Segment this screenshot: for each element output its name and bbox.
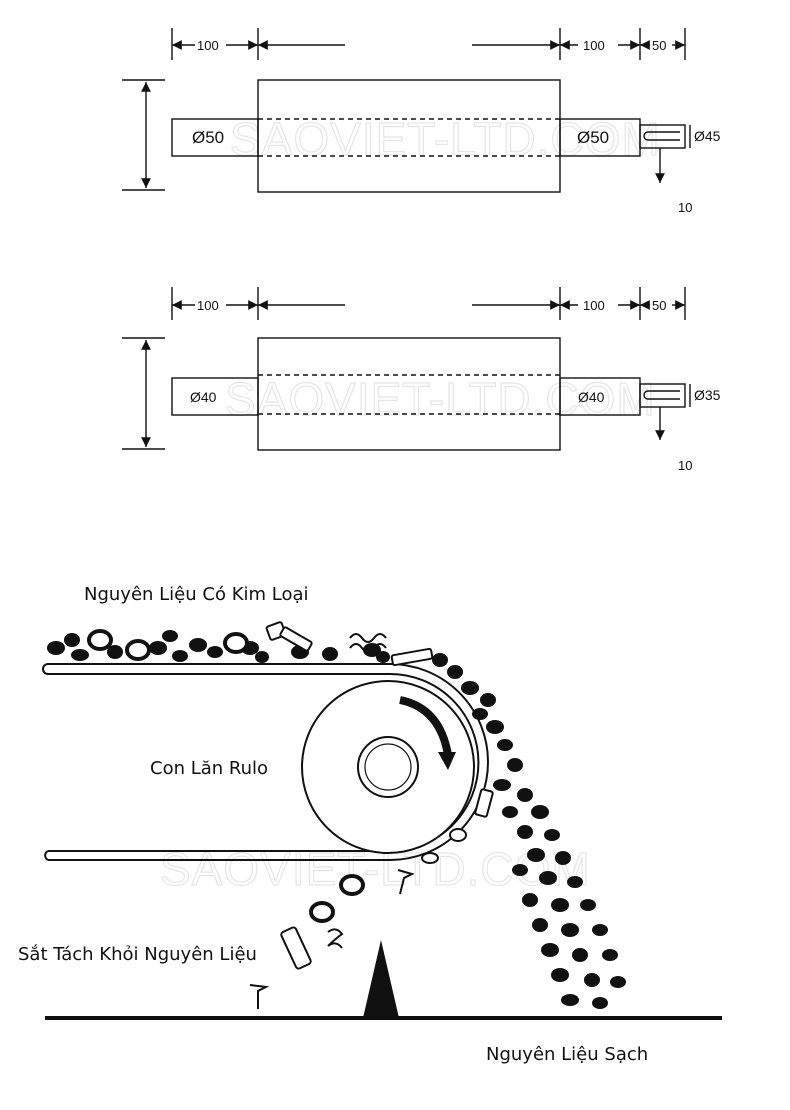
dim-left-label: 100 (197, 298, 219, 313)
shaft-left-diameter: Ø50 (192, 128, 224, 147)
label-roller: Con Lăn Rulo (150, 758, 268, 779)
shaft-left-diameter: Ø40 (190, 389, 217, 405)
dim-right-label: 100 (583, 298, 605, 313)
dim-left-label: 100 (197, 38, 219, 53)
roller-pulley (301, 680, 475, 854)
shaft-right-diameter: Ø50 (577, 128, 609, 147)
shaft-right-diameter: Ø40 (578, 389, 605, 405)
watermark: SAOVIET-LTD.COM (230, 113, 661, 165)
key-diameter: Ø35 (694, 387, 721, 403)
roller-drawing-top (122, 28, 691, 193)
divider-wedge (363, 940, 399, 1018)
separated-metal (249, 788, 494, 1009)
key-diameter: Ø45 (694, 128, 721, 144)
dim-right-label: 100 (583, 38, 605, 53)
key-depth: 10 (678, 458, 692, 473)
key-depth: 10 (678, 200, 692, 215)
label-clean-material: Nguyên Liệu Sạch (486, 1044, 648, 1065)
watermark: SAOVIET-LTD.COM (225, 373, 656, 425)
roller-drawing-bottom (122, 287, 691, 451)
label-separated-metal: Sắt Tách Khỏi Nguyên Liệu (18, 944, 257, 965)
dim-end-label: 50 (652, 38, 666, 53)
clean-material-stream (493, 739, 626, 1009)
bolt-icon (265, 621, 434, 667)
washer-icon (87, 629, 249, 661)
spring-icon (349, 633, 387, 653)
label-input-material: Nguyên Liệu Có Kim Loại (84, 584, 309, 605)
dim-end-label: 50 (652, 298, 666, 313)
rotation-arrow-icon (399, 696, 456, 770)
